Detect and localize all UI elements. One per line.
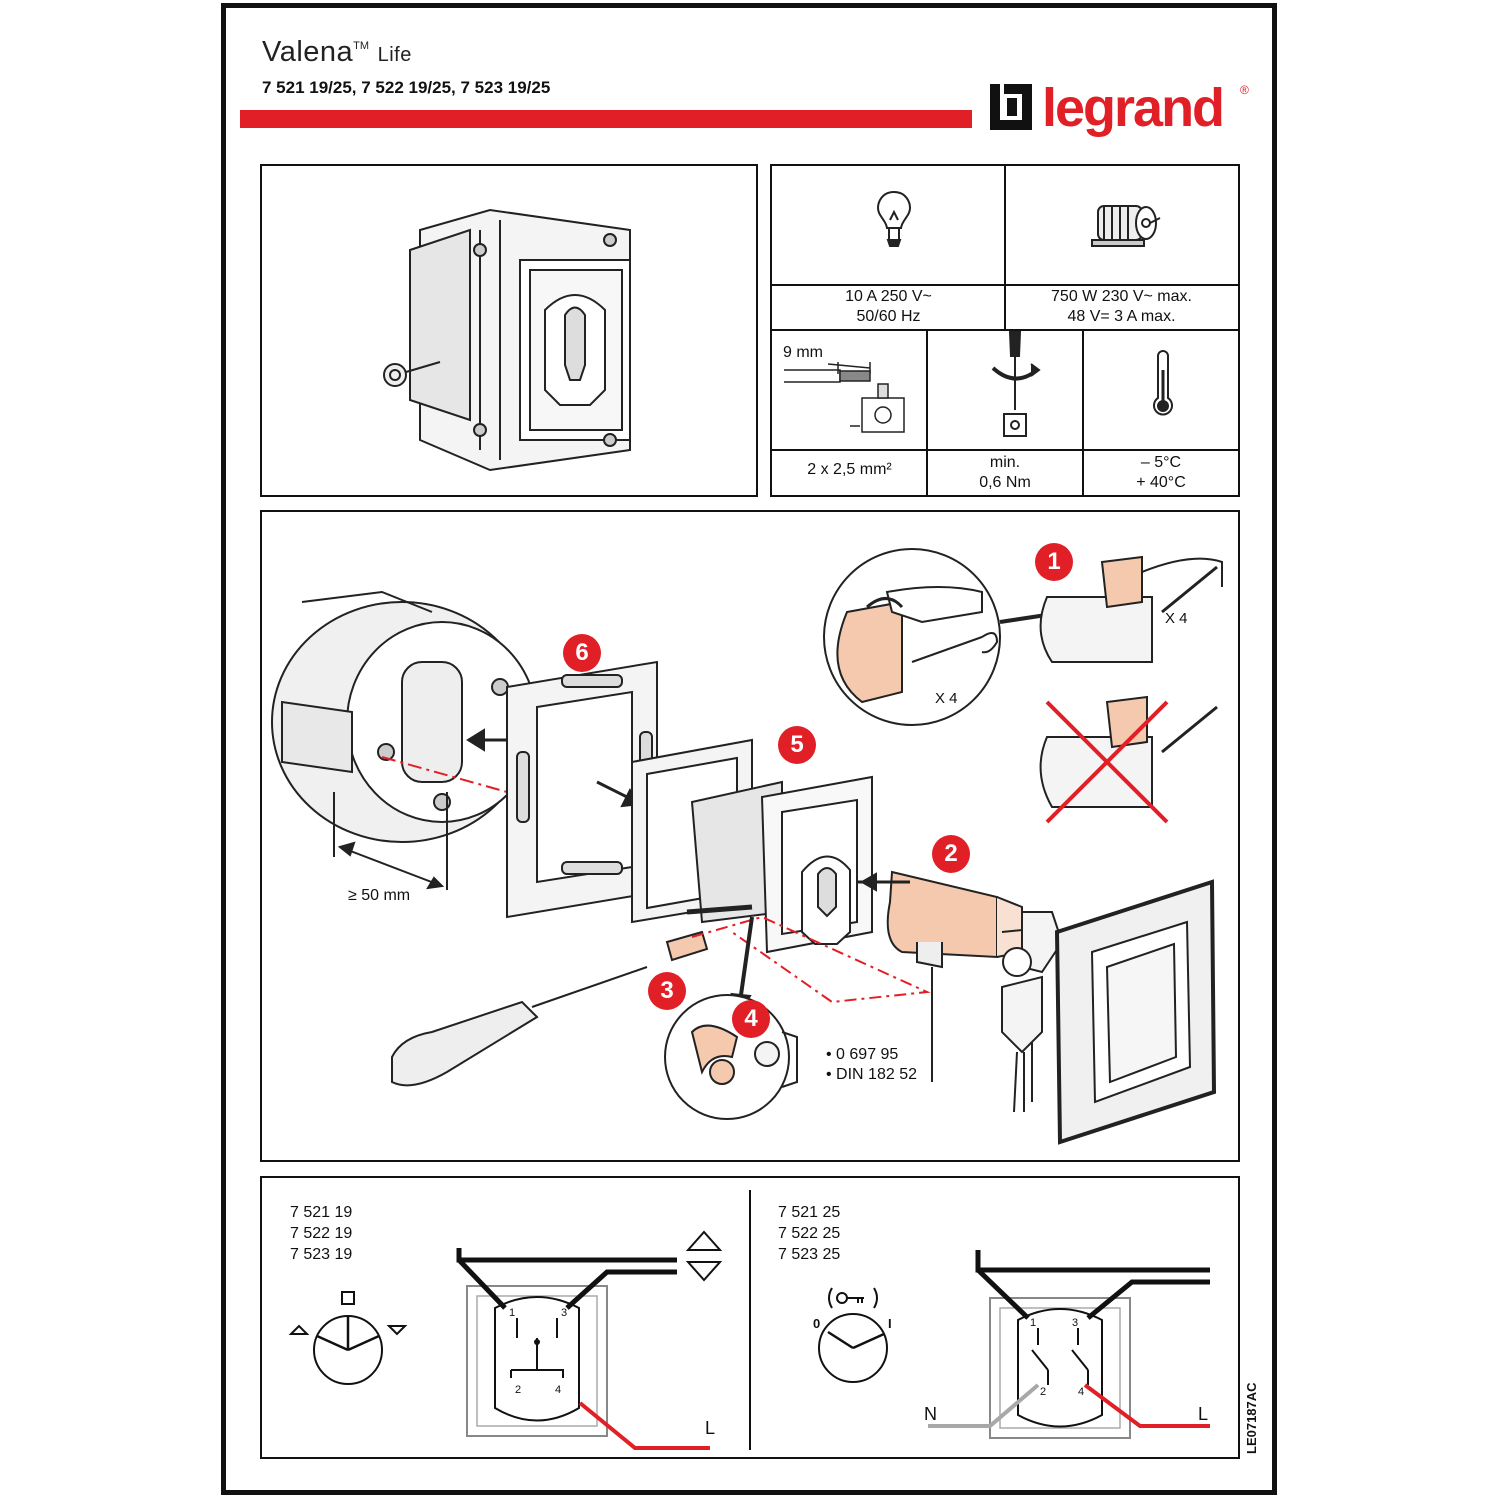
cylinder-reference-list: • 0 697 95 • DIN 182 52: [826, 1045, 917, 1085]
screwdriver: [391, 930, 709, 1087]
temperature-range: – 5°C + 40°C: [1083, 453, 1239, 493]
motor-rating-dc: 48 V= 3 A max.: [1067, 308, 1176, 325]
temperature-min: – 5°C: [1140, 454, 1182, 471]
position-on-label: I: [888, 1316, 892, 1331]
motor-rating: 750 W 230 V~ max. 48 V= 3 A max.: [1005, 287, 1238, 327]
step-4-badge: 4: [732, 1000, 770, 1038]
torque-nm: 0,6 Nm: [979, 474, 1031, 491]
product-title: ValenaTM Life: [262, 36, 412, 69]
finishing-cover-plate: [1054, 879, 1217, 1145]
specifications-panel: [770, 164, 1240, 497]
light-bulb-icon: [876, 190, 912, 247]
thermometer-icon: [1153, 350, 1173, 416]
right-terminal-2: 2: [1040, 1386, 1046, 1398]
key-dial-0-1-icon: 0 I: [813, 1287, 892, 1383]
lamp-rating: 10 A 250 V~ 50/60 Hz: [772, 287, 1005, 327]
motor-icon: [1091, 205, 1161, 247]
document-reference: LE07187AC: [1244, 1382, 1259, 1454]
step-3-badge: 3: [648, 972, 686, 1010]
strip-length-label: 9 mm: [783, 344, 823, 361]
wire-section: 2 x 2,5 mm²: [807, 461, 892, 478]
cylinder-correct-method: [1039, 555, 1223, 663]
wiring-panel-divider: [749, 1190, 751, 1450]
lamp-rating-current: 10 A 250 V~: [845, 288, 932, 305]
registered-mark: ®: [1240, 83, 1249, 97]
detail-view-cylinder-release: [823, 548, 1001, 726]
header-red-bar: [240, 110, 972, 128]
legrand-logo-mark: [990, 84, 1032, 130]
cylinder-ref-1: • 0 697 95: [826, 1046, 899, 1063]
right-code-3: 7 523 25: [778, 1246, 841, 1263]
screw-count-label-b: X 4: [935, 690, 958, 707]
left-terminal-3: 3: [561, 1307, 567, 1319]
detail-view-fixing-screw: [664, 994, 798, 1120]
step-2-badge: 2: [932, 835, 970, 873]
right-code-1: 7 521 25: [778, 1204, 841, 1221]
left-line-label: L: [705, 1418, 715, 1438]
left-wiring-diagram: 1 3 2 4 L: [456, 1248, 715, 1450]
left-terminal-4: 4: [555, 1384, 561, 1396]
legrand-wordmark: legrand: [1042, 78, 1223, 138]
assembly-exploded-illustration: [271, 548, 1223, 1145]
torque-min-label: min.: [989, 454, 1021, 471]
step-5-badge: 5: [778, 726, 816, 764]
flush-mounting-box: [271, 590, 538, 843]
product-series: Life: [377, 44, 412, 66]
right-wiring-diagram: 1 3 2 4 N L: [924, 1250, 1210, 1439]
right-terminal-4: 4: [1078, 1386, 1084, 1398]
screwdriver-torque-icon: [991, 331, 1041, 437]
trademark-mark: TM: [353, 40, 370, 52]
screw-count-label-a: X 4: [1165, 610, 1188, 627]
legrand-logo: legrand ®: [990, 78, 1249, 138]
cylinder-ref-2: • DIN 182 52: [826, 1066, 917, 1083]
right-line-label: L: [1198, 1404, 1208, 1424]
mounting-frame: [506, 660, 658, 919]
left-code-1: 7 521 19: [290, 1204, 353, 1221]
right-code-2: 7 522 25: [778, 1225, 841, 1242]
left-product-codes: 7 521 19 7 522 19 7 523 19: [290, 1202, 352, 1265]
left-terminal-2: 2: [515, 1384, 521, 1396]
step-6-badge: 6: [563, 634, 601, 672]
right-terminal-3: 3: [1072, 1317, 1078, 1329]
spec-grid-lines: [772, 166, 1238, 495]
left-code-3: 7 523 19: [290, 1246, 353, 1263]
temperature-max: + 40°C: [1136, 474, 1186, 491]
position-off-label: 0: [813, 1316, 820, 1331]
instruction-sheet-border: [221, 3, 1277, 1495]
key-cylinder: [886, 870, 1064, 1113]
key-switch-mechanism-illustration: [383, 208, 631, 472]
torque-value: min. 0,6 Nm: [927, 453, 1083, 493]
motor-rating-ac: 750 W 230 V~ max.: [1051, 288, 1192, 305]
switch-mechanism: [686, 775, 873, 954]
cylinder-incorrect-method: [1039, 695, 1218, 824]
min-depth-label: ≥ 50 mm: [348, 887, 411, 904]
lamp-rating-frequency: 50/60 Hz: [856, 308, 921, 325]
product-name: Valena: [262, 36, 354, 68]
left-terminal-1: 1: [509, 1307, 515, 1319]
three-position-dial-icon: [288, 1291, 408, 1385]
product-codes: 7 521 19/25, 7 522 19/25, 7 523 19/25: [262, 78, 551, 97]
up-down-arrows-icon: [685, 1230, 723, 1282]
right-terminal-1: 1: [1030, 1317, 1036, 1329]
right-neutral-label: N: [924, 1404, 937, 1424]
right-product-codes: 7 521 25 7 522 25 7 523 25: [778, 1202, 840, 1265]
wire-strip-terminal-illustration: [784, 362, 905, 433]
step-1-badge: 1: [1035, 543, 1073, 581]
left-code-2: 7 522 19: [290, 1225, 353, 1242]
